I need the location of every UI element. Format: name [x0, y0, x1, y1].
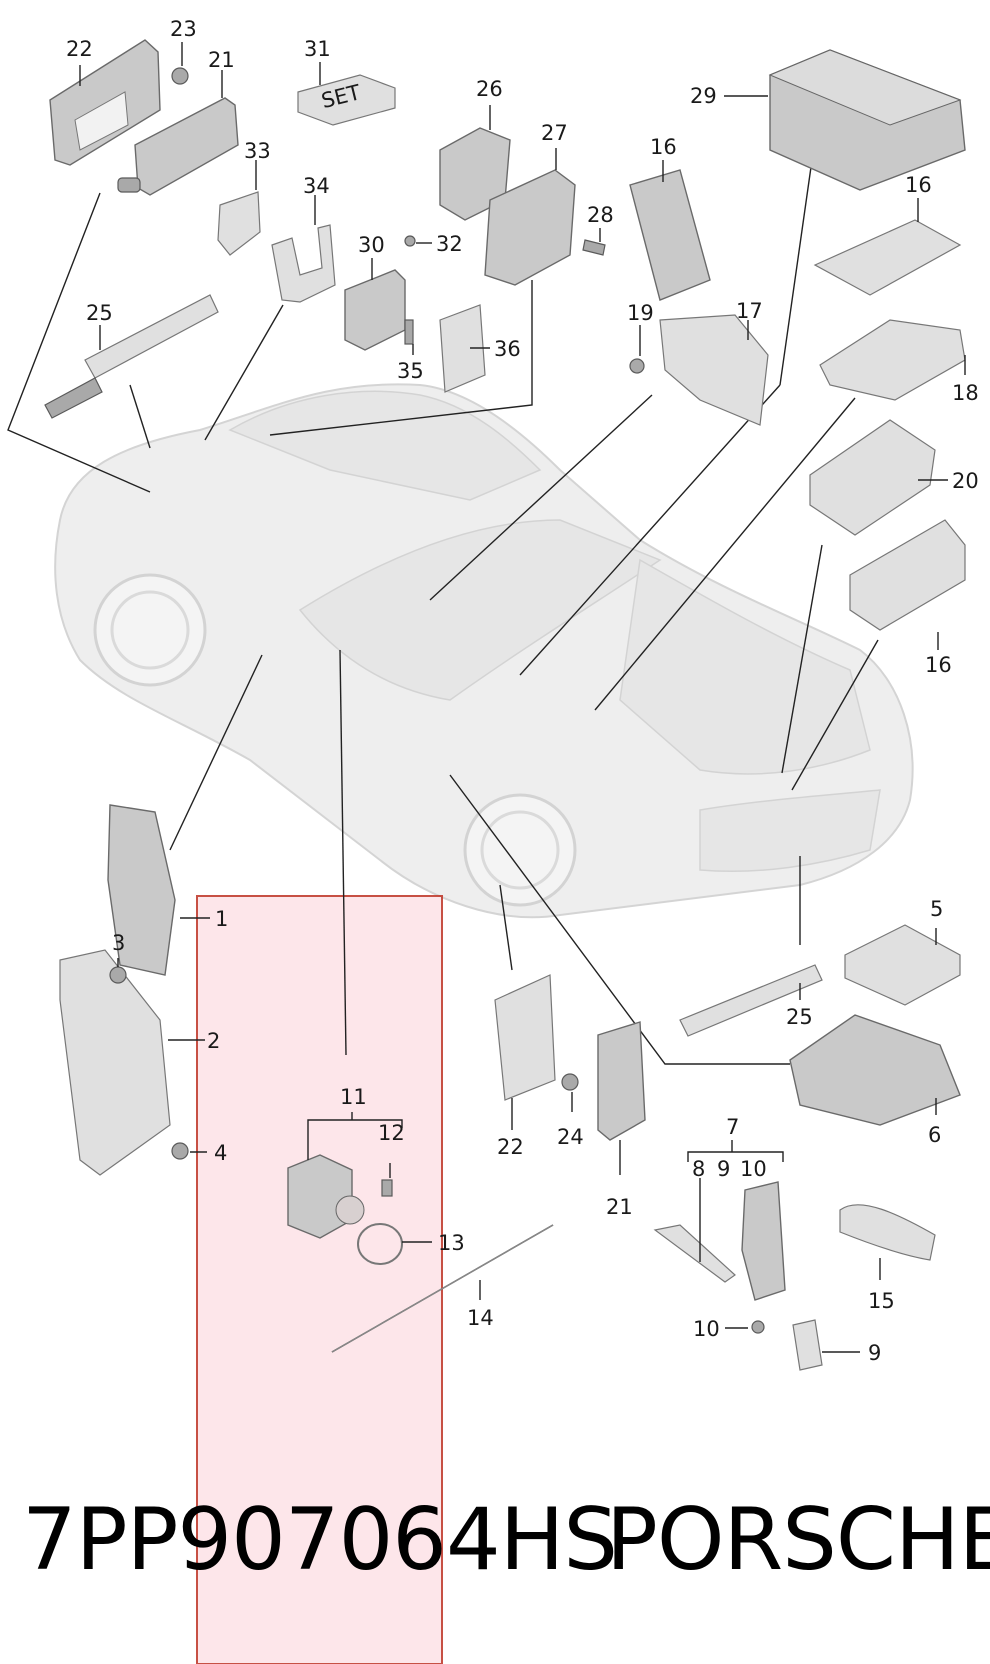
callout-31: 31	[304, 37, 331, 61]
part-24-nut	[561, 1073, 579, 1091]
part-25-antenna-top	[44, 294, 219, 419]
callout-19: 19	[627, 301, 654, 325]
callout-33: 33	[244, 139, 271, 163]
part-28-clip	[582, 239, 606, 256]
callout-35: 35	[397, 359, 424, 383]
callout-26: 26	[476, 77, 503, 101]
part-29-control-unit	[768, 49, 966, 191]
part-number-text: 7PP907064HS	[22, 1490, 618, 1590]
callout-28: 28	[587, 203, 614, 227]
part-9-plate	[792, 1319, 823, 1371]
part-1-module	[107, 804, 176, 976]
callout-6: 6	[928, 1123, 941, 1147]
part-22-bracket-bottom	[494, 974, 556, 1101]
part-21-module-top	[117, 97, 239, 196]
part-30-lock	[344, 269, 406, 351]
part-3-nut	[109, 966, 127, 984]
part-17-bracket	[659, 314, 769, 426]
part-5-module	[844, 924, 961, 1006]
callout-11: 11	[340, 1085, 367, 1109]
part-16-module-c	[849, 519, 966, 631]
callout-7: 7	[726, 1115, 739, 1139]
part-33-clip	[217, 191, 261, 256]
callout-18: 18	[952, 381, 979, 405]
callout-21-bottom: 21	[606, 1195, 633, 1219]
leader-lines	[7, 159, 879, 1353]
highlight-box	[196, 895, 443, 1664]
callout-1: 1	[215, 907, 228, 931]
part-36-plate	[439, 304, 486, 393]
callout-labels: 22 23 21 31 33 34 25 30 32 35 36 26 27 2…	[66, 17, 979, 1365]
callout-10-bottom: 10	[693, 1317, 720, 1341]
part-10-screw	[751, 1320, 765, 1334]
callout-17: 17	[736, 299, 763, 323]
callout-5: 5	[930, 897, 943, 921]
callout-10-top: 10	[740, 1157, 767, 1181]
part-8-key-blade	[653, 1224, 736, 1283]
part-20-plate	[809, 419, 936, 536]
callout-12: 12	[378, 1121, 405, 1145]
callout-23: 23	[170, 17, 197, 41]
callout-25-top: 25	[86, 301, 113, 325]
part-15-fob-cover	[839, 1204, 936, 1261]
part-12-clip	[381, 1179, 393, 1197]
brand-name-text: PORSCHE	[606, 1490, 990, 1590]
callout-4: 4	[214, 1141, 227, 1165]
part-16-module-a	[629, 169, 711, 301]
part-35-bolt	[404, 319, 414, 345]
part-31-set-box: SET	[297, 74, 396, 126]
part-32-screw	[404, 235, 416, 247]
part-25-antenna-bottom	[679, 964, 823, 1037]
part-6-bracket	[789, 1014, 961, 1126]
caption-bar: 7PP907064HS PORSCHE	[0, 1480, 990, 1600]
part-22-bracket-top	[49, 39, 161, 166]
part-11-ignition-lock	[287, 1154, 365, 1239]
callout-22-bottom: 22	[497, 1135, 524, 1159]
part-2-bracket	[59, 949, 171, 1176]
callout-22-top: 22	[66, 37, 93, 61]
callout-16-b: 16	[905, 173, 932, 197]
part-10-key-fob	[741, 1181, 786, 1301]
callout-13: 13	[438, 1231, 465, 1255]
callout-leaders	[79, 42, 966, 1353]
car-illustration	[54, 383, 914, 919]
callout-32: 32	[436, 232, 463, 256]
callout-24: 24	[557, 1125, 584, 1149]
part-14-wire	[331, 1224, 554, 1353]
part-23-nut	[171, 67, 189, 85]
callout-16-c: 16	[925, 653, 952, 677]
callout-8: 8	[692, 1157, 705, 1181]
part-18-bracket	[819, 319, 966, 401]
part-19-nut	[629, 358, 645, 374]
callout-30: 30	[358, 233, 385, 257]
callout-3: 3	[112, 931, 125, 955]
part-21-module-bottom	[597, 1021, 646, 1141]
callout-9-bottom: 9	[868, 1341, 881, 1365]
part-27-housing	[484, 169, 576, 286]
callout-16-a: 16	[650, 135, 677, 159]
callout-36: 36	[494, 337, 521, 361]
part-4-clip	[171, 1142, 189, 1160]
callout-34: 34	[303, 174, 330, 198]
callout-20: 20	[952, 469, 979, 493]
callout-27: 27	[541, 121, 568, 145]
callout-14: 14	[467, 1306, 494, 1330]
part-34-bracket	[271, 224, 336, 303]
part-16-module-b	[813, 219, 962, 296]
callout-21-top: 21	[208, 48, 235, 72]
callout-9-top: 9	[717, 1157, 730, 1181]
callout-25-bottom: 25	[786, 1005, 813, 1029]
part-13-ring	[357, 1223, 403, 1265]
callout-29: 29	[690, 84, 717, 108]
callout-2: 2	[207, 1029, 220, 1053]
callout-15: 15	[868, 1289, 895, 1313]
